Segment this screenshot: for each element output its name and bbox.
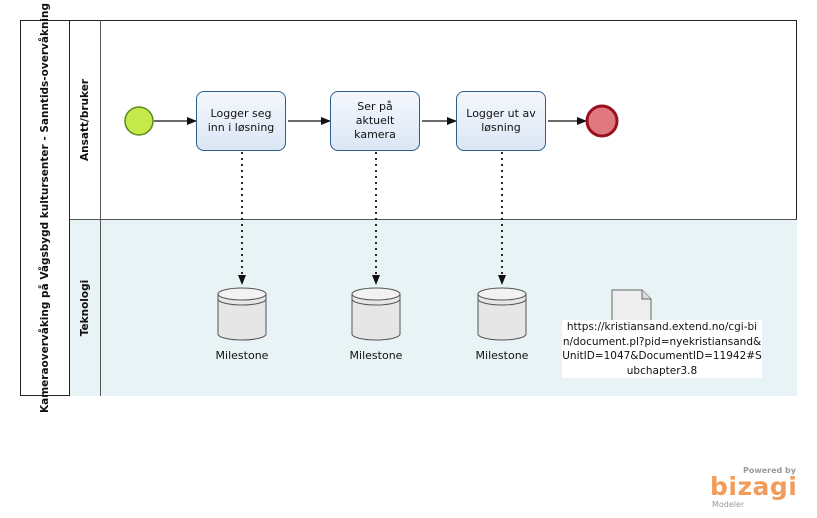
brand-name: bizagi bbox=[710, 472, 798, 501]
lane-header: Ansatt/bruker bbox=[70, 20, 101, 219]
powered-by-text: Powered by bbox=[743, 466, 796, 475]
end-event[interactable] bbox=[585, 104, 619, 138]
data-store-label: Milestone bbox=[475, 349, 529, 362]
lane-ansatt-bruker: Ansatt/bruker bbox=[70, 20, 797, 220]
bizagi-logo: Powered by bizagi Modeler bbox=[708, 466, 800, 512]
data-store-icon[interactable] bbox=[351, 287, 401, 341]
document-label: https://kristiansand.extend.no/cgi-bin/d… bbox=[562, 320, 762, 378]
data-store-label: Milestone bbox=[215, 349, 269, 362]
product-name: Modeler bbox=[712, 500, 745, 509]
task-logger-inn[interactable]: Logger seg inn i løsning bbox=[196, 91, 286, 151]
lane-header: Teknologi bbox=[70, 220, 101, 396]
task-ser-kamera[interactable]: Ser på aktuelt kamera bbox=[330, 91, 420, 151]
pool-header: Kameraovervåking på Vågsbygd kultursente… bbox=[20, 3, 70, 413]
task-label: Ser på aktuelt kamera bbox=[354, 100, 396, 141]
task-label: Logger ut av løsning bbox=[466, 107, 536, 134]
data-store-icon[interactable] bbox=[477, 287, 527, 341]
data-store-icon[interactable] bbox=[217, 287, 267, 341]
task-logger-ut[interactable]: Logger ut av løsning bbox=[456, 91, 546, 151]
data-store-label: Milestone bbox=[349, 349, 403, 362]
start-event[interactable] bbox=[124, 106, 154, 136]
task-label: Logger seg inn i løsning bbox=[207, 107, 275, 134]
